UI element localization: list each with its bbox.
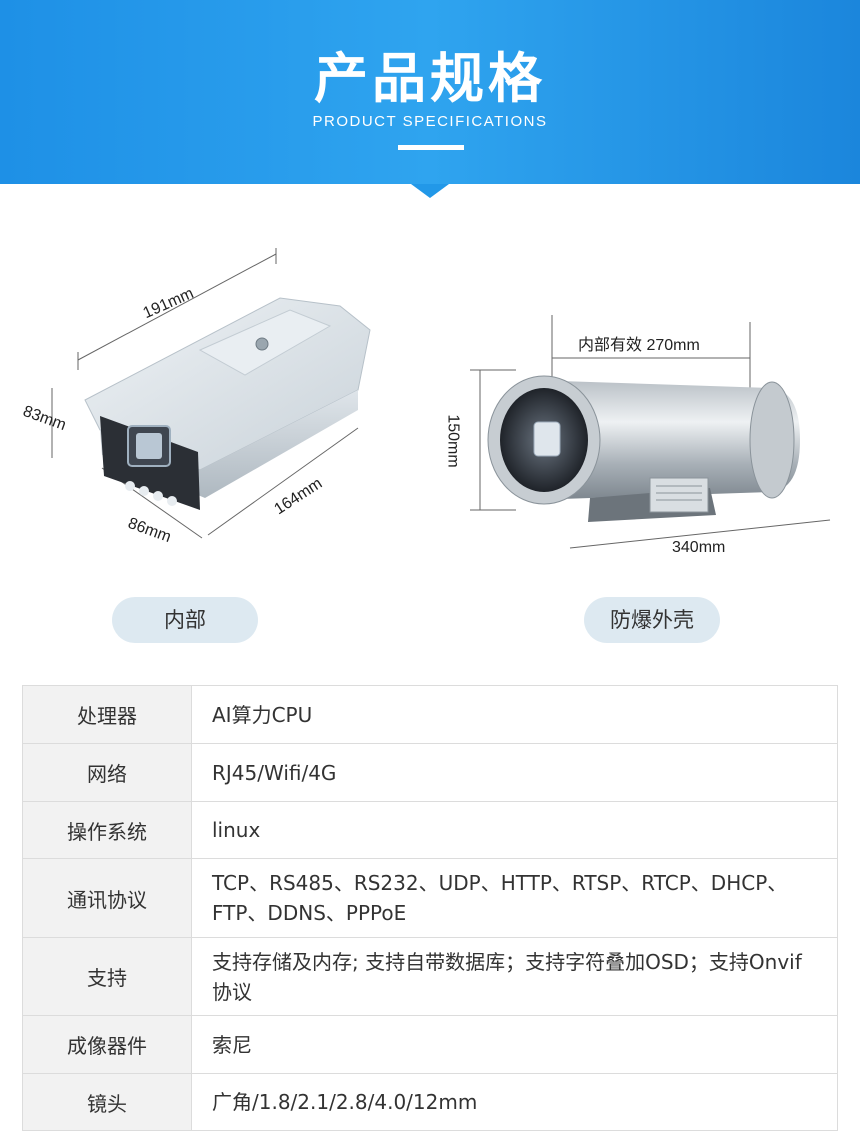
caption-housing: 防爆外壳 [584,597,720,643]
spec-value: AI算力CPU [191,685,838,744]
spec-value: 支持存储及内存; 支持自带数据库；支持字符叠加OSD；支持Onvif协议 [191,937,838,1016]
spec-key: 支持 [22,937,192,1016]
spec-key: 网络 [22,743,192,802]
spec-value: RJ45/Wifi/4G [191,743,838,802]
caption-inner: 内部 [112,597,258,643]
dim-inner-value: 270mm [646,337,700,354]
dim-length-340: 340mm [672,539,726,556]
table-row: 支持 支持存储及内存; 支持自带数据库；支持字符叠加OSD；支持Onvif协议 [22,937,838,1016]
explosion-proof-housing-image [470,315,831,549]
spec-value: 索尼 [191,1015,838,1074]
table-row: 镜头 广角/1.8/2.1/2.8/4.0/12mm [22,1073,838,1131]
banner-pointer [411,184,449,198]
dim-inner-label: 内部有效 [578,337,643,354]
spec-key: 镜头 [22,1073,192,1131]
page-title: 产品规格 [314,47,546,110]
table-row: 处理器 AI算力CPU [22,685,838,744]
page-subtitle: PRODUCT SPECIFICATIONS [312,113,548,130]
table-row: 成像器件 索尼 [22,1015,838,1074]
dim-inner-effective: 内部有效 270mm [578,331,700,355]
spec-key: 操作系统 [22,801,192,859]
dim-height-150: 150mm [444,414,462,468]
spec-table: 处理器 AI算力CPU 网络 RJ45/Wifi/4G 操作系统 linux 通… [22,685,838,1131]
bullet-camera-image [51,248,371,539]
spec-value: 广角/1.8/2.1/2.8/4.0/12mm [191,1073,838,1131]
table-row: 操作系统 linux [22,801,838,859]
spec-value: TCP、RS485、RS232、UDP、HTTP、RTSP、RTCP、DHCP、… [191,858,838,938]
spec-key: 通讯协议 [22,858,192,938]
table-row: 网络 RJ45/Wifi/4G [22,743,838,802]
spec-value: linux [191,801,838,859]
spec-key: 成像器件 [22,1015,192,1074]
spec-key: 处理器 [22,685,192,744]
table-row: 通讯协议 TCP、RS485、RS232、UDP、HTTP、RTSP、RTCP、… [22,858,838,938]
title-underline [398,145,464,150]
header-banner: 产品规格 PRODUCT SPECIFICATIONS [0,0,860,184]
